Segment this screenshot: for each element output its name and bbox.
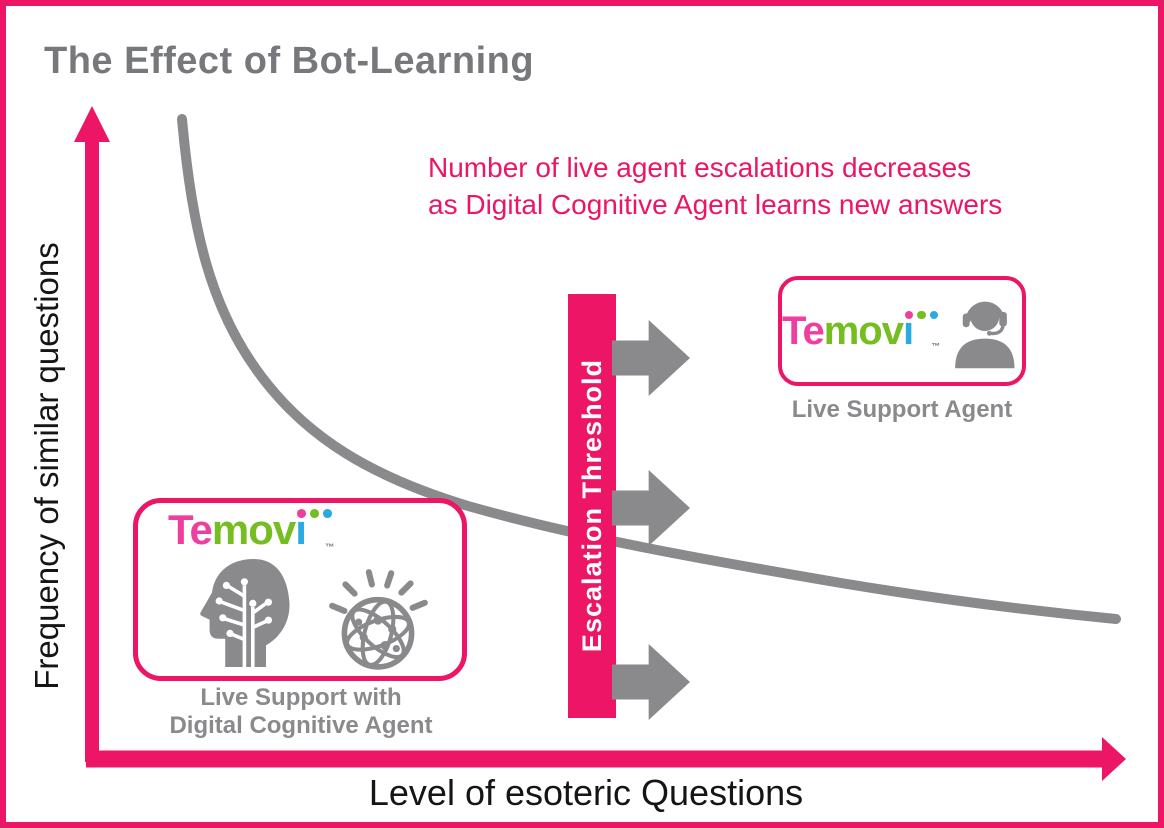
temovi-logo: Temovı ™ (782, 309, 942, 353)
y-axis-label: Frequency of similar questions (28, 242, 65, 690)
logo-dots-icon (297, 509, 332, 518)
headset-agent-icon (955, 301, 1015, 369)
logo-text-te: Te (782, 309, 825, 353)
circuit-head-icon (200, 559, 290, 667)
page-title: The Effect of Bot-Learning (44, 40, 535, 82)
annotation-line1: Number of live agent escalations decreas… (428, 152, 972, 183)
dca-caption-line2: Digital Cognitive Agent (169, 712, 433, 739)
annotation-line2: as Digital Cognitive Agent learns new an… (428, 189, 1003, 220)
digital-cognitive-agent-box: Temovı ™ (133, 498, 467, 681)
annotation: Number of live agent escalations decreas… (428, 149, 1002, 223)
logo-text-te: Te (168, 506, 213, 553)
temovi-logo: Temovı ™ (168, 506, 336, 553)
logo-text-mov: mov (823, 309, 904, 353)
escalation-threshold-label: Escalation Threshold (576, 359, 607, 653)
x-axis (86, 737, 1126, 781)
dca-caption-line1: Live Support with (200, 684, 402, 711)
x-axis-label: Level of esoteric Questions (368, 772, 804, 813)
escalation-threshold-bar: Escalation Threshold (568, 294, 616, 718)
bot-learning-curve (177, 114, 1121, 624)
curve-and-axes-plot (74, 106, 1126, 781)
logo-text-i: ı (295, 506, 307, 553)
cognitive-globe-icon (329, 569, 428, 670)
agent-box-caption: Live Support Agent (791, 396, 1013, 423)
live-support-agent-box: Temovı ™ (778, 276, 1026, 386)
logo-text-i: ı (902, 309, 914, 353)
trademark-symbol: ™ (931, 341, 941, 352)
y-axis (74, 106, 110, 762)
trademark-symbol: ™ (325, 542, 335, 553)
logo-text-mov: mov (211, 506, 296, 553)
dca-box-caption: Live Support with Digital Cognitive Agen… (116, 684, 486, 740)
logo-dots-icon (904, 311, 938, 320)
